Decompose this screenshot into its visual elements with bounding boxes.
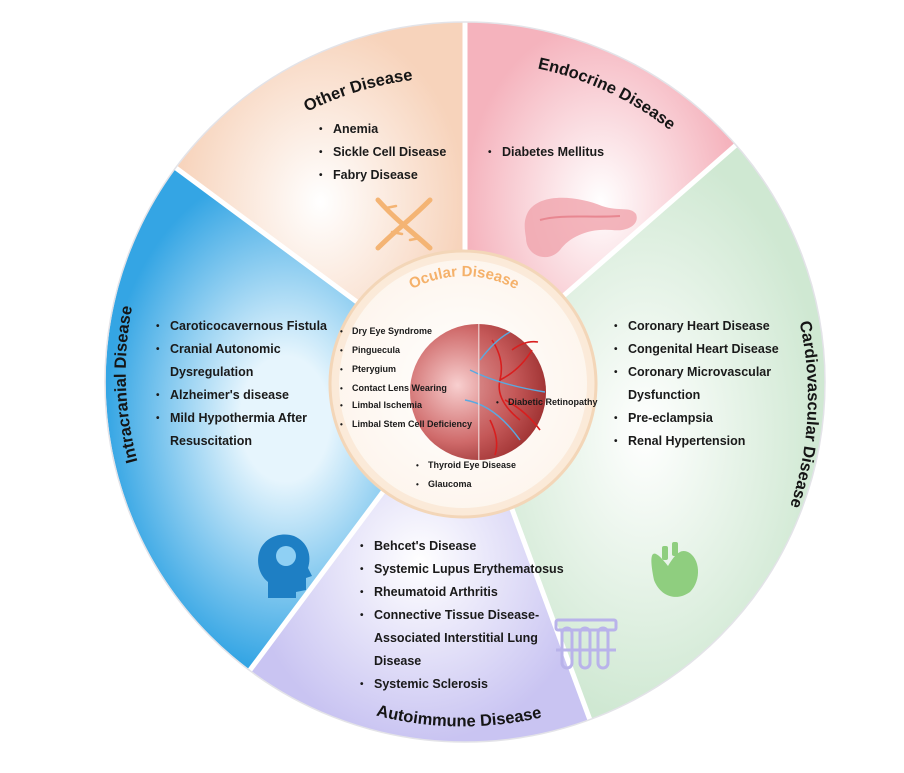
list-item-continuation: Dysfunction [628,388,701,402]
list-item: Thyroid Eye Disease [414,456,516,475]
list-item: Congenital Heart Disease [612,338,779,361]
intracranial-disease-list: Caroticocavernous Fistula Cranial Autono… [154,315,327,453]
endocrine-disease-list: Diabetes Mellitus [486,141,604,164]
list-item-continuation: Associated Interstitial Lung [374,631,538,645]
cardio-disease-list: Coronary Heart Disease Congenital Heart … [612,315,779,453]
list-item-continuation: Dysregulation [170,365,254,379]
list-item: Renal Hypertension [612,430,779,453]
list-item: Alzheimer's disease [154,384,327,407]
list-item: Pre-eclampsia [612,407,779,430]
list-item: Dry Eye Syndrome [338,322,447,341]
list-item: Diabetic Retinopathy [494,393,598,412]
list-item: Coronary Microvascular [612,361,779,384]
list-item: Limbal Stem Cell Deficiency [338,415,472,434]
brain-head-icon [258,534,312,598]
list-item: Systemic Sclerosis [358,673,564,696]
list-item-continuation: Resuscitation [170,434,252,448]
ocular-list-left-lower: Limbal Ischemia Limbal Stem Cell Deficie… [338,396,472,434]
ocular-list-left: Dry Eye Syndrome Pinguecula Pterygium Co… [338,322,447,398]
list-item: Systemic Lupus Erythematosus [358,558,564,581]
list-item: Sickle Cell Disease [317,141,446,164]
list-item: Behcet's Disease [358,535,564,558]
list-item: Mild Hypothermia After [154,407,327,430]
list-item: Anemia [317,118,446,141]
other-disease-list: Anemia Sickle Cell Disease Fabry Disease [317,118,446,187]
dna-icon [375,197,433,251]
test-tubes-icon [554,618,618,670]
list-item: Diabetes Mellitus [486,141,604,164]
list-item: Limbal Ischemia [338,396,472,415]
list-item: Coronary Heart Disease [612,315,779,338]
autoimmune-disease-list: Behcet's Disease Systemic Lupus Erythema… [358,535,564,696]
list-item-continuation: Disease [374,654,422,668]
pancreas-icon [524,197,637,258]
list-item: Cranial Autonomic [154,338,327,361]
list-item: Caroticocavernous Fistula [154,315,327,338]
heart-icon [651,542,699,597]
list-item: Rheumatoid Arthritis [358,581,564,604]
list-item: Pinguecula [338,341,447,360]
list-item: Contact Lens Wearing [338,379,447,398]
list-item: Connective Tissue Disease- [358,604,564,627]
ocular-list-right: Diabetic Retinopathy [494,393,598,412]
list-item: Fabry Disease [317,164,446,187]
list-item: Glaucoma [414,475,516,494]
ocular-list-bottom: Thyroid Eye Disease Glaucoma [414,456,516,494]
list-item: Pterygium [338,360,447,379]
